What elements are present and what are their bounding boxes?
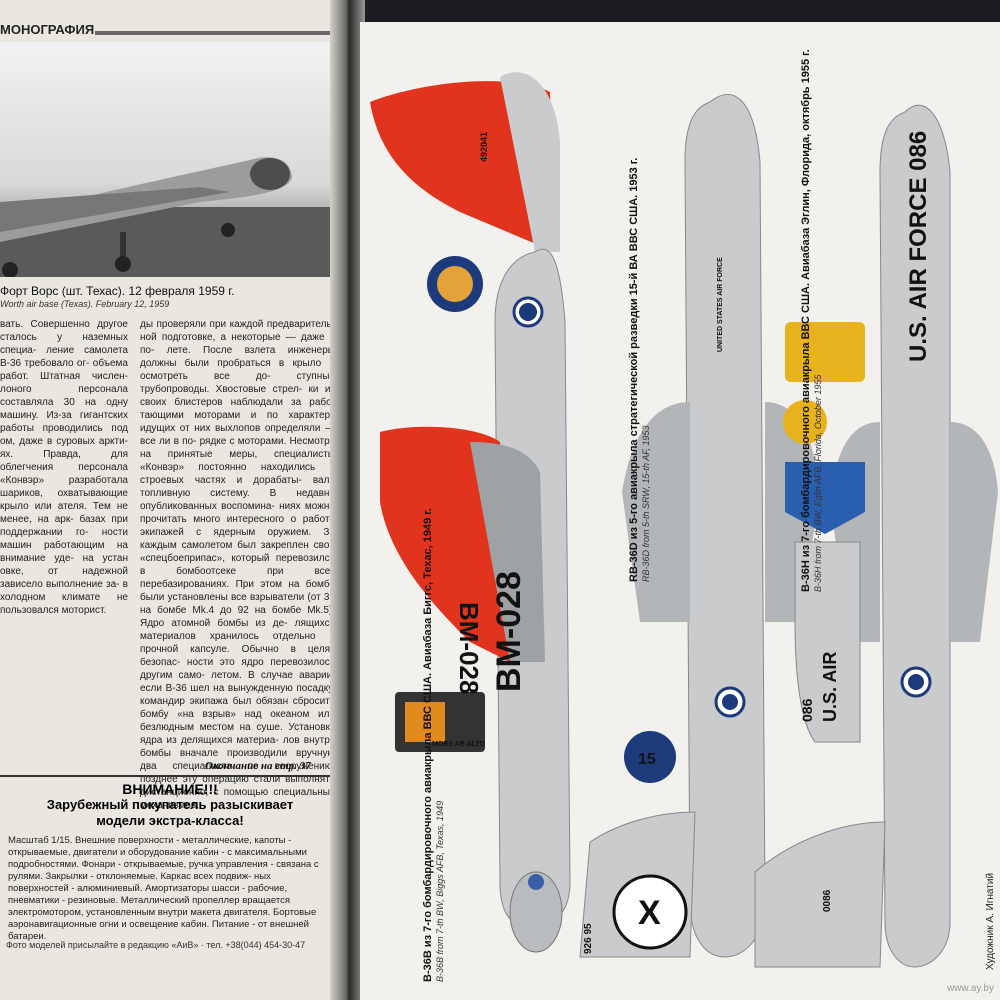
ad-footer: Фото моделей присылайте в редакцию «АиВ»… [6,940,306,950]
b36h-nose-marking: U.S. AIR [820,652,840,722]
bomber-photo-drawing [0,157,333,277]
b36h-tail-number: 0086 [822,889,833,912]
caption-rb36d: RB-36D из 5-го авиакрыла стратегической … [628,158,651,582]
caption-b36h-en: B-36H from 7-th BW, Eglin AFB, Florida, … [813,374,823,592]
b36h-fuselage [879,104,951,968]
ad-body: Масштаб 1/15. Внешние поверхности - мета… [8,835,319,942]
photo-caption-ru: Форт Ворс (шт. Техас). 12 февраля 1959 г… [0,284,235,298]
b36h-badge-2 [783,400,827,444]
article-column-2: ды проверяли при каждой предваритель- но… [140,319,335,811]
caption-b36b: B-36B из 7-го бомбардировочного авиакрыл… [422,508,445,982]
rb36d-badge-number: 15 [638,751,656,768]
b36b-fuselage-marking: BM-028 [490,571,528,692]
ad-subtitle-2: модели экстра-класса! [96,813,244,828]
header-rule [95,31,330,35]
caption-b36h-ru: B-36H из 7-го бомбардировочного авиакрыл… [800,49,812,592]
left-page: МОНОГРАФИЯ Форт Ворс (шт. Техас). 12 фев… [0,0,345,1000]
photo-caption-en: Worth air base (Texas). February 12, 195… [0,299,170,309]
section-header: МОНОГРАФИЯ [0,22,340,42]
caption-b36b-ru: B-36B из 7-го бомбардировочного авиакрыл… [422,508,434,982]
b36b-wing-marking: BM-028 [454,602,484,694]
rb36d-tail-x: X [638,894,661,932]
rb36d-tail-number: 926 95 [583,923,594,954]
continued-note: Окончание на стр. 37 [205,760,311,772]
b36b-badge-motto: MORS AB ALTO [432,741,485,748]
rb36d-fuselage-text: UNITED STATES AIR FORCE [717,257,724,352]
bomber-photo [0,42,333,277]
b36h-badge-3 [785,462,865,534]
rb36d-fuselage [684,94,766,958]
b36b-tail-number: 492041 [479,132,489,162]
b36h-nose-number: 086 [799,698,815,722]
caption-b36b-en: B-36B from 7-th BW, Biggs AFB, Texas, 19… [435,800,445,982]
advertisement-box: ВНИМАНИЕ!!! Зарубежный покупатель разыск… [0,775,340,942]
rb36d-tail-circle [612,874,688,950]
plane-b36b: BM-028 BM-028 492041 MORS AB ALTO [370,72,571,953]
caption-rb36d-en: RB-36D from 5-th SRW, 15-th AF, 1953 [641,425,651,582]
ad-subtitle-1: Зарубежный покупатель разыскивает [46,797,294,812]
b36h-nose-detail [794,541,861,743]
caption-rb36d-ru: RB-36D из 5-го авиакрыла стратегической … [628,157,640,582]
b36h-badge-1 [785,322,865,382]
right-page: BM-028 BM-028 492041 MORS AB ALTO X 15 9… [360,22,1000,1000]
plane-b36h: U.S. AIR FORCE 086 U.S. AIR 086 0086 [754,104,998,968]
article-column-1: вать. Совершенно другое сталось у наземн… [0,319,128,616]
b36h-fuselage-marking: U.S. AIR FORCE 086 [905,131,932,362]
watermark: www.ay.by [946,983,994,994]
aircraft-profiles: BM-028 BM-028 492041 MORS AB ALTO X 15 9… [370,72,998,968]
ad-title: ВНИМАНИЕ!!! [122,781,218,797]
section-header-text: МОНОГРАФИЯ [0,22,95,37]
b36b-tail-red [370,81,555,252]
rb36d-badge [624,731,676,783]
page-gutter [330,0,365,1000]
plane-rb36d: X 15 926 95 UNITED STATES AIR FORCE [579,94,820,958]
artist-credit: Художник А. Игнатий [985,872,996,970]
caption-b36h: B-36H из 7-го бомбардировочного авиакрыл… [800,49,823,592]
b36b-wing-red [380,426,510,662]
